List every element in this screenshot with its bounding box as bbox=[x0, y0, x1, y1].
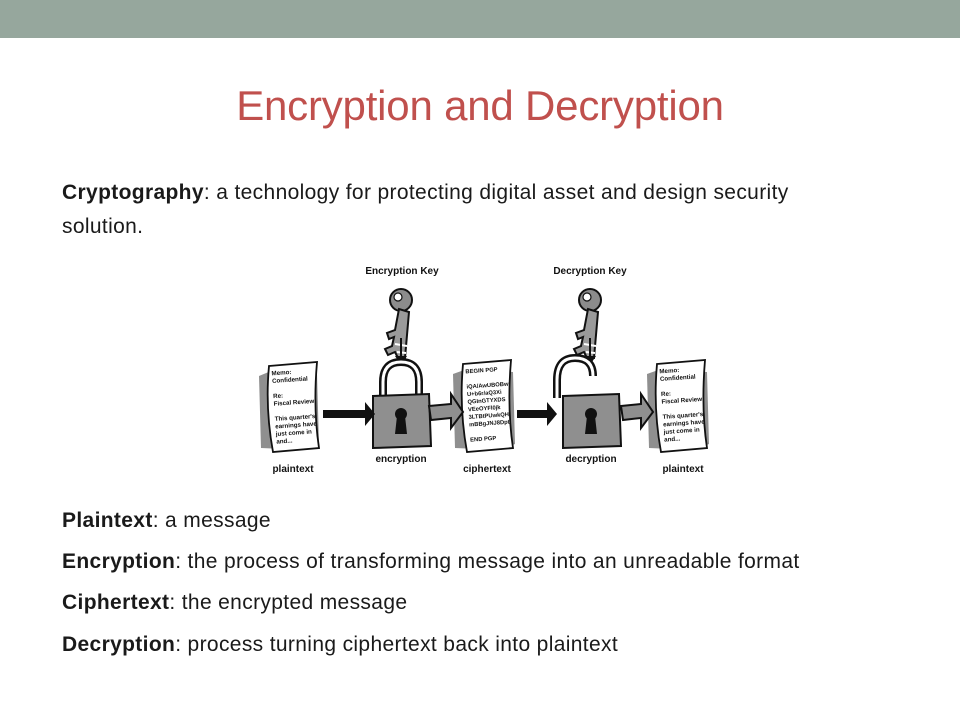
plaintext-document-icon: Memo:ConfidentialRe:Fiscal ReviewThis qu… bbox=[259, 361, 321, 453]
document-text-line: mBBgJNJ8Dpt bbox=[469, 420, 510, 429]
svg-text:Memo:ConfidentialRe:Fiscal Rev: Memo:ConfidentialRe:Fiscal ReviewThis qu… bbox=[658, 365, 706, 443]
document-text-line: and... bbox=[664, 436, 681, 444]
top-accent-bar bbox=[0, 0, 960, 38]
document-text-line: 3LTBtPUwkQH bbox=[468, 412, 509, 421]
document-text-line: VEeOYFl0jk bbox=[468, 405, 502, 413]
decryption-key-label: Decryption Key bbox=[553, 266, 627, 277]
document-text-line: Memo: bbox=[659, 367, 679, 375]
definition-text: : the encrypted message bbox=[169, 591, 408, 614]
stage-label-plaintext-out: plaintext bbox=[662, 464, 704, 475]
intro-definition: : a technology for protecting digital as… bbox=[62, 181, 789, 238]
definition-term: Ciphertext bbox=[62, 591, 170, 614]
document-text-line: Fiscal Review bbox=[661, 396, 702, 406]
document-text-line: Memo: bbox=[271, 369, 291, 377]
slide-title: Encryption and Decryption bbox=[236, 82, 724, 129]
document-text-line: and... bbox=[276, 438, 293, 446]
definition-ciphertext: Ciphertext: the encrypted message bbox=[62, 587, 882, 618]
encryption-key-icon bbox=[384, 288, 413, 359]
document-text-line: U+b6r/aQ3Xi bbox=[467, 390, 502, 398]
encryption-diagram: Encryption Key Decryption Key Memo:Confi… bbox=[259, 266, 709, 475]
svg-text:Memo:ConfidentialRe:Fiscal Rev: Memo:ConfidentialRe:Fiscal ReviewThis qu… bbox=[270, 367, 318, 445]
stage-label-encryption: encryption bbox=[375, 454, 426, 465]
definition-text: : a message bbox=[152, 509, 271, 532]
svg-text:BEGIN PGPiQA/AwUBOBwU+b6r/aQ3X: BEGIN PGP iQA/AwUBOBwU+b6r/aQ3XiQGInGTYXD… bbox=[465, 366, 513, 443]
intro-paragraph: Cryptography: a technology for protectin… bbox=[62, 176, 862, 244]
document-text-line: Confidential bbox=[272, 375, 308, 384]
document-text-line: Fiscal Review bbox=[273, 398, 314, 408]
stage-label-ciphertext: ciphertext bbox=[463, 464, 511, 475]
document-text-line: earnings have bbox=[663, 419, 706, 429]
document-text-line: Re: bbox=[273, 392, 283, 400]
flow-arrow-1 bbox=[323, 402, 375, 426]
flow-arrow-3 bbox=[517, 402, 557, 426]
definition-text: : process turning ciphertext back into p… bbox=[175, 633, 619, 656]
stage-label-plaintext: plaintext bbox=[272, 464, 314, 475]
document-text-line: This quarter's bbox=[662, 411, 704, 421]
definitions-list: Plaintext: a message Encryption: the pro… bbox=[62, 505, 882, 660]
stage-label-decryption: decryption bbox=[565, 454, 616, 465]
document-text-line: iQA/AwUBOBw bbox=[466, 382, 509, 391]
ciphertext-document-icon: BEGIN PGP iQA/AwUBOBwU+b6r/aQ3XiQGInGTYXD… bbox=[453, 359, 515, 453]
document-text-line: Re: bbox=[661, 390, 671, 398]
flow-arrow-4 bbox=[619, 390, 655, 431]
document-text-line: BEGIN PGP bbox=[465, 367, 498, 375]
intro-term: Cryptography bbox=[62, 181, 204, 204]
document-text-line: QGInGTYXDS bbox=[467, 397, 505, 406]
decryption-key-icon bbox=[573, 288, 602, 359]
document-text-line: just come in bbox=[275, 429, 313, 439]
definition-term: Plaintext bbox=[62, 509, 153, 532]
definition-term: Decryption bbox=[62, 633, 176, 656]
definition-decryption: Decryption: process turning ciphertext b… bbox=[62, 629, 882, 660]
definition-plaintext: Plaintext: a message bbox=[62, 505, 882, 536]
definition-term: Encryption bbox=[62, 550, 176, 573]
definition-encryption: Encryption: the process of transforming … bbox=[62, 546, 882, 577]
document-text-line: This quarter's bbox=[275, 413, 317, 423]
plaintext-output-document-icon: Memo:ConfidentialRe:Fiscal ReviewThis qu… bbox=[647, 359, 709, 453]
definition-text: : the process of transforming message in… bbox=[175, 550, 800, 573]
document-text-line: Confidential bbox=[660, 373, 696, 382]
flow-arrow-2 bbox=[427, 390, 465, 431]
encryption-key-label: Encryption Key bbox=[365, 266, 439, 277]
closed-lock-icon bbox=[372, 357, 433, 450]
document-text-line: earnings have bbox=[275, 421, 318, 431]
document-text-line: END PGP bbox=[470, 436, 497, 444]
open-lock-icon bbox=[553, 353, 623, 450]
document-text-line: just come in bbox=[662, 427, 700, 437]
